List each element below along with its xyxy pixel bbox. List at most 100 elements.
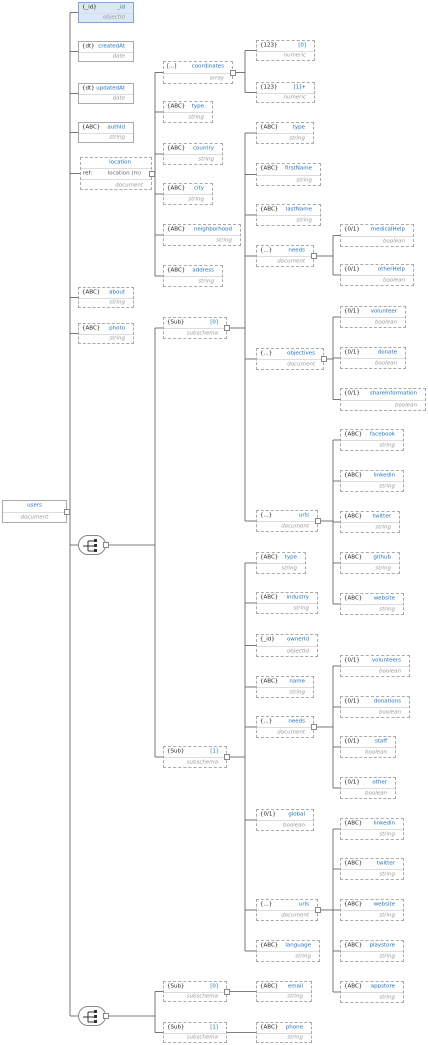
collapse-toggle-icon[interactable] (224, 754, 230, 760)
field-node-coord-1[interactable]: {123}[1]+numeric (256, 82, 315, 103)
collapse-toggle-icon[interactable] (321, 356, 327, 362)
field-node-contact1[interactable]: {Sub}[1]subschema (163, 1022, 227, 1043)
field-name: industry (286, 594, 309, 601)
collapse-toggle-icon[interactable] (224, 325, 230, 331)
field-node-sub0[interactable]: {Sub}[0]subschema (163, 317, 227, 339)
choice-node-icon[interactable] (78, 535, 106, 555)
field-subtype: array (209, 75, 224, 81)
field-type-label: {dt} (82, 85, 95, 91)
field-name: updatedAt (96, 85, 125, 91)
field-name: objectives (287, 350, 315, 357)
field-subtype: document (277, 258, 305, 265)
collapse-toggle-icon[interactable] (315, 907, 321, 913)
field-name: linkedin (373, 472, 395, 479)
choice-node-icon[interactable] (78, 1006, 106, 1026)
field-name: type (284, 554, 297, 561)
field-type-label: {0/1} (344, 657, 360, 664)
field-subtype: string (109, 299, 125, 306)
field-subtype: string (379, 912, 395, 919)
collapse-toggle-icon[interactable] (224, 988, 230, 995)
field-node-sub1[interactable]: {Sub}[1]subschema (163, 746, 227, 768)
field-subtype: string (379, 606, 395, 613)
field-subtype: string (375, 524, 391, 531)
field-subtype: string (188, 114, 204, 121)
field-subtype: boolean (395, 402, 417, 408)
collapse-toggle-icon[interactable] (103, 542, 109, 548)
field-type-label: {ABC} (344, 513, 363, 520)
field-name: about (109, 289, 125, 295)
field-subtype: string (109, 134, 125, 141)
field-type-label: {ABC} (167, 103, 186, 110)
field-node-coord-0[interactable]: {123}[0]numeric (256, 40, 315, 61)
field-subtype: string (295, 953, 311, 960)
field-type-label: {0/1} (344, 226, 360, 233)
collapse-toggle-icon[interactable] (315, 518, 321, 524)
field-name: photo (109, 325, 125, 331)
collapse-toggle-icon[interactable] (64, 508, 70, 515)
field-type-label: {_id} (82, 4, 97, 10)
field-node-contact0[interactable]: {Sub}[0]subschema (163, 981, 227, 1002)
field-node-s0-twitter[interactable]: {ABC} twitter string (340, 511, 400, 533)
field-type-label: {ABC} (344, 472, 363, 479)
collapse-toggle-icon[interactable] (149, 170, 155, 177)
field-type-label: {0/1} (344, 698, 360, 705)
collapse-toggle-icon[interactable] (230, 69, 236, 76)
field-name: twitter (372, 513, 391, 520)
field-type-label: {0/1} (344, 349, 360, 356)
field-name: [1] (210, 748, 218, 755)
collapse-toggle-icon[interactable] (311, 724, 317, 730)
collapse-toggle-icon[interactable] (103, 1013, 109, 1019)
field-subtype: string (379, 994, 395, 1001)
collapse-toggle-icon[interactable] (311, 253, 317, 259)
